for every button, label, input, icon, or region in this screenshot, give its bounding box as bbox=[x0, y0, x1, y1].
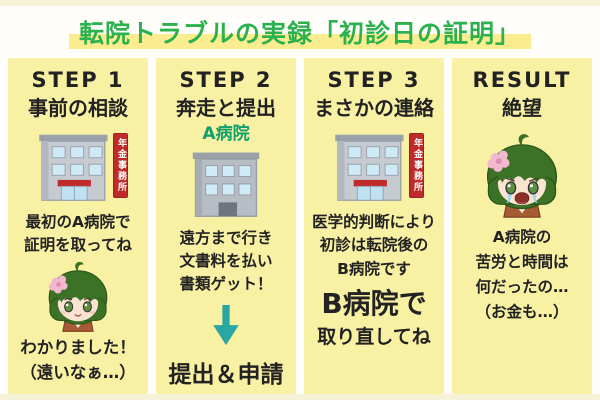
pension-office-sign: 年金事務所 bbox=[113, 133, 128, 199]
step1-footer-text: わかりました！ （遠いなぁ…） bbox=[20, 337, 136, 383]
result-subheading: 絶望 bbox=[502, 96, 542, 121]
step1-body-text: 最初のA病院で 証明を取ってね bbox=[24, 213, 132, 255]
girl-crying-illustration bbox=[474, 132, 570, 218]
step3-body-text: 医学的判断により 初診は転院後の B病院です bbox=[312, 213, 436, 278]
down-arrow-icon bbox=[213, 304, 239, 345]
girl-smiling-graphic bbox=[48, 261, 108, 332]
step3-emphasis-subtext: 取り直してね bbox=[317, 325, 431, 348]
step3-heading: STEP 3 bbox=[327, 68, 421, 92]
pension-office-sign: 年金事務所 bbox=[409, 133, 424, 199]
title-bar: 転院トラブルの実録「初診日の証明」 bbox=[0, 6, 600, 58]
column-step1: STEP 1 事前の相談 年金事務所 最初のA病院で 証明を取ってね bbox=[8, 58, 148, 394]
step2-body-text: 遠方まで行き 文書料を払い 書類ゲット！ bbox=[179, 228, 273, 294]
page-title: 転院トラブルの実録「初診日の証明」 bbox=[68, 14, 531, 50]
pension-office-building-icon: 年金事務所 bbox=[324, 131, 424, 203]
step3-emphasis-text: B病院で bbox=[321, 286, 427, 320]
hospital-building-icon bbox=[176, 147, 276, 219]
building-graphic bbox=[39, 134, 108, 202]
flower-hair-ornament bbox=[487, 150, 510, 173]
step2-heading: STEP 2 bbox=[179, 68, 273, 92]
column-result: RESULT 絶望 bbox=[452, 58, 592, 394]
step1-heading: STEP 1 bbox=[31, 68, 125, 92]
result-body-text: A病院の 苦労と時間は 何だったの… （お金も…） bbox=[475, 228, 569, 321]
building-graphic bbox=[192, 152, 260, 217]
bottom-border-strip bbox=[0, 394, 600, 400]
column-step2: STEP 2 奔走と提出 A病院 遠方まで行き 文書料を払い 書類ゲット！ bbox=[156, 58, 296, 394]
step2-action-text: 提出＆申請 bbox=[168, 361, 284, 388]
flower-hair-ornament bbox=[48, 275, 68, 294]
result-heading: RESULT bbox=[472, 68, 572, 92]
step1-subheading: 事前の相談 bbox=[28, 96, 128, 121]
top-border-strip bbox=[0, 0, 600, 6]
column-step3: STEP 3 まさかの連絡 年金事務所 医学的判断により 初診は転院後の bbox=[304, 58, 444, 394]
building-graphic bbox=[335, 134, 404, 202]
step2-subheading: 奔走と提出 bbox=[176, 96, 276, 121]
girl-crying-graphic bbox=[486, 134, 558, 218]
girl-smiling-illustration bbox=[37, 260, 119, 332]
hospital-a-label: A病院 bbox=[202, 124, 250, 145]
pension-office-building-icon: 年金事務所 bbox=[28, 131, 128, 203]
steps-container: STEP 1 事前の相談 年金事務所 最初のA病院で 証明を取ってね bbox=[0, 58, 600, 394]
step3-subheading: まさかの連絡 bbox=[314, 96, 434, 121]
